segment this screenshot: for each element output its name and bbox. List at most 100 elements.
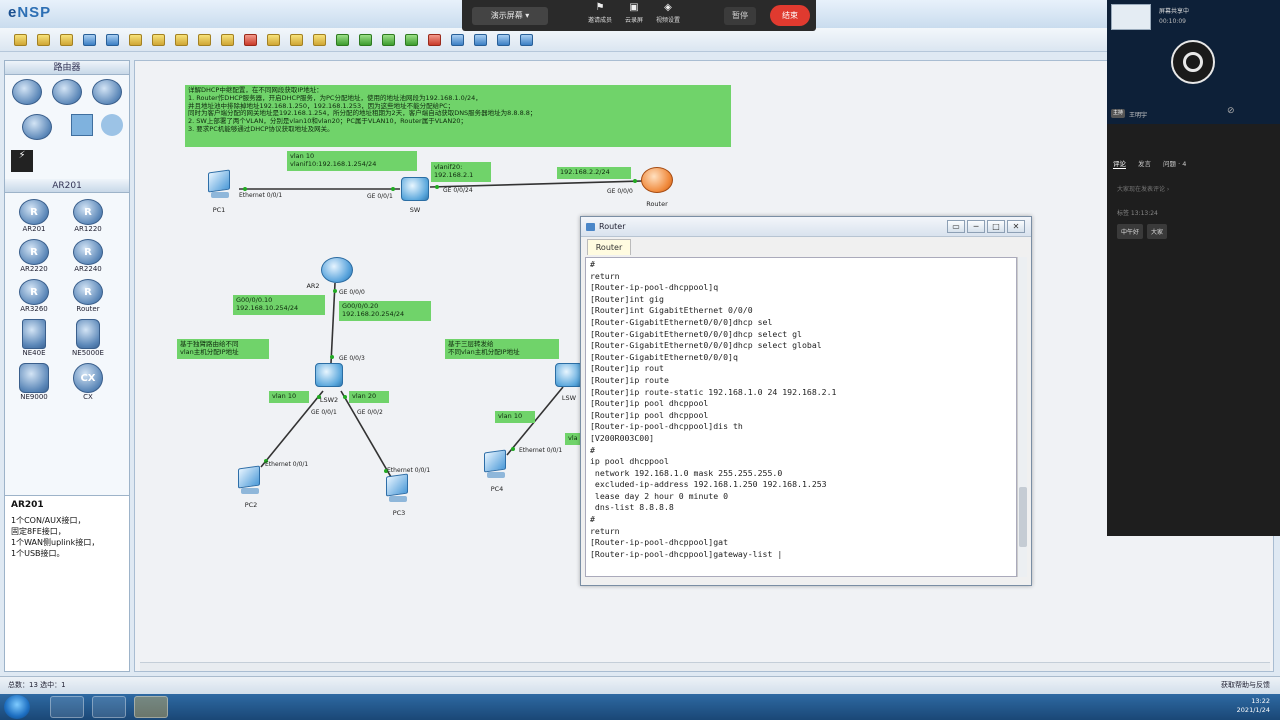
open-icon[interactable] — [56, 31, 76, 49]
tab-questions[interactable]: 问题 · 4 — [1163, 160, 1187, 168]
link-category-icon[interactable]: ⚡ — [11, 149, 33, 172]
node-ar2[interactable] — [321, 257, 353, 283]
tab-comments[interactable]: 评论 — [1113, 160, 1126, 169]
node-lsw2[interactable] — [315, 363, 343, 387]
new-example-icon[interactable] — [33, 31, 53, 49]
node-pc1[interactable] — [205, 169, 233, 201]
zoom-in-icon[interactable] — [332, 31, 352, 49]
cloud-category-icon[interactable] — [101, 114, 123, 137]
terminal-line: # — [590, 444, 595, 455]
fit-icon[interactable] — [378, 31, 398, 49]
close-icon[interactable]: ✕ — [1007, 220, 1025, 233]
device-ne40e[interactable]: NE40E — [9, 319, 59, 357]
router-category-icon[interactable] — [12, 79, 42, 105]
start-device-icon[interactable] — [401, 31, 421, 49]
terminal-scrollbar[interactable] — [1017, 257, 1027, 577]
node-router[interactable] — [641, 167, 673, 193]
save-as-icon[interactable] — [102, 31, 122, 49]
tab-router[interactable]: Router — [587, 239, 631, 255]
link-ar2-lsw2[interactable] — [330, 282, 336, 364]
device-ne9000[interactable]: NE9000 — [9, 363, 59, 401]
device-info-title: AR201 — [11, 500, 44, 510]
start-button[interactable] — [4, 695, 30, 719]
terminal-icon[interactable] — [516, 31, 536, 49]
pause-button[interactable]: 暂停 — [724, 7, 756, 25]
comment-chip[interactable]: 中午好 — [1117, 224, 1144, 239]
print-icon[interactable] — [125, 31, 145, 49]
device-info-line: 1个USB接口。 — [11, 549, 65, 558]
note-ar2-subif20[interactable]: G00/0/0.20 192.168.20.254/24 — [339, 301, 431, 321]
pc-category-icon[interactable] — [71, 114, 93, 137]
select-icon[interactable] — [194, 31, 214, 49]
end-button[interactable]: 结束 — [770, 5, 810, 26]
link-lsw2-pc2[interactable] — [260, 390, 324, 468]
node-lsw[interactable] — [555, 363, 583, 387]
tab-speak[interactable]: 发言 — [1138, 160, 1151, 168]
note-vlan20-left[interactable]: vlan 20 — [349, 391, 389, 403]
redo-icon[interactable] — [171, 31, 191, 49]
wlan-category-icon[interactable] — [92, 79, 122, 105]
task-description-note[interactable]: 详解DHCP中继配置，在不同网段获取IP地址： 1. Router作DHCP服务… — [185, 85, 731, 147]
topology-icon[interactable] — [493, 31, 513, 49]
taskbar-app-2[interactable] — [92, 696, 126, 718]
stop-device-icon[interactable] — [424, 31, 444, 49]
comment-hint[interactable]: 大家现在发表评论 › — [1117, 186, 1170, 193]
undo-icon[interactable] — [148, 31, 168, 49]
node-pc2[interactable] — [235, 465, 263, 497]
screen-thumbnail[interactable] — [1111, 4, 1151, 30]
note-vlan10-left[interactable]: vlan 10 — [269, 391, 309, 403]
firewall-category-icon[interactable] — [22, 114, 52, 141]
taskbar-app-3[interactable] — [134, 696, 168, 718]
screen-share-button[interactable]: 演示屏幕 ▾ — [472, 7, 548, 25]
save-icon[interactable] — [79, 31, 99, 49]
delete-icon[interactable] — [240, 31, 260, 49]
restore-icon[interactable]: ▭ — [947, 220, 965, 233]
scrollbar-thumb[interactable] — [1019, 487, 1027, 547]
link-lsw-pc4[interactable] — [506, 386, 564, 456]
comment-chip[interactable]: 大家 — [1147, 224, 1168, 239]
note-sw-vlanif20[interactable]: vlanif20: 192.168.2.1 — [431, 162, 491, 182]
device-ne5000e[interactable]: NE5000E — [63, 319, 113, 357]
maximize-icon[interactable]: □ — [987, 220, 1005, 233]
taskbar-app-ensp[interactable] — [50, 696, 84, 718]
node-pc3[interactable] — [383, 473, 411, 505]
note-router-on-stick[interactable]: 基于独臂路由给不同 vlan主机分配IP地址 — [177, 339, 269, 359]
meeting-tool-1[interactable]: ⚑邀请成员 — [587, 2, 612, 25]
note-layer3-forwarding[interactable]: 基于三层转发给 不同vlan主机分配IP地址 — [445, 339, 559, 359]
canvas-horizontal-scrollbar[interactable] — [140, 662, 1270, 671]
terminal-console[interactable]: #return[Router-ip-pool-dhcppool]q[Router… — [585, 257, 1017, 577]
node-pc4[interactable] — [481, 449, 509, 481]
drag-icon[interactable] — [217, 31, 237, 49]
note-vlan10-right[interactable]: vlan 10 — [495, 411, 535, 423]
cli-icon[interactable] — [470, 31, 490, 49]
node-sw[interactable] — [401, 177, 429, 201]
meeting-tool-3[interactable]: ◈视频设置 — [655, 2, 680, 25]
meeting-control-bar: 演示屏幕 ▾ ⚑邀请成员 ▣云录屏 ◈视频设置 暂停 结束 — [462, 0, 816, 31]
note-ar2-subif10[interactable]: G00/0/0.10 192.168.10.254/24 — [233, 295, 325, 315]
help-feedback-link[interactable]: 获取帮助与反馈 — [1221, 681, 1270, 689]
minimize-icon[interactable]: ─ — [967, 220, 985, 233]
note-vlan-partial[interactable]: vla — [565, 433, 583, 445]
new-topology-icon[interactable] — [10, 31, 30, 49]
meeting-tool-2[interactable]: ▣云录屏 — [624, 2, 643, 25]
link-sw-router[interactable] — [429, 180, 643, 188]
delete-all-icon[interactable] — [263, 31, 283, 49]
zoom-out-icon[interactable] — [355, 31, 375, 49]
capture-icon[interactable] — [447, 31, 467, 49]
text-icon[interactable] — [286, 31, 306, 49]
note-router-ip[interactable]: 192.168.2.2/24 — [557, 167, 631, 179]
chassis-icon — [22, 319, 46, 349]
switch-category-icon[interactable] — [52, 79, 82, 105]
link-lsw2-pc3[interactable] — [340, 390, 392, 478]
note-sw-vlanif10[interactable]: vlan 10 vlanif10:192.168.1.254/24 — [287, 151, 417, 171]
mic-muted-icon[interactable]: ⊘ — [1227, 106, 1235, 116]
palette-icon[interactable] — [309, 31, 329, 49]
